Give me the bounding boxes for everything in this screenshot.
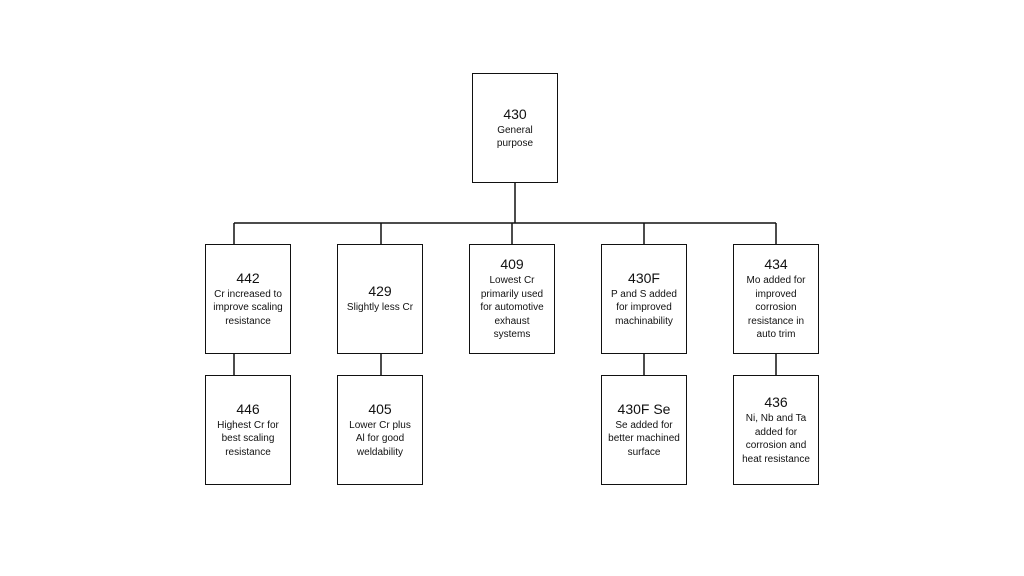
- node-430: 430 General purpose: [472, 73, 558, 183]
- node-434-code: 434: [764, 256, 788, 273]
- node-429-desc: Slightly less Cr: [346, 302, 414, 314]
- node-429-code: 429: [368, 283, 392, 300]
- node-430f-se-desc: Se added for better machined surface: [608, 419, 680, 458]
- node-446: 446 Highest Cr for best scaling resistan…: [205, 375, 291, 485]
- node-436-code: 436: [764, 394, 788, 410]
- node-429: 429 Slightly less Cr: [337, 244, 423, 354]
- node-430f-desc: P and S added for improved machinability: [611, 288, 677, 327]
- node-430f-se-code: 430F Se: [617, 400, 671, 417]
- node-430-desc: General purpose: [496, 124, 534, 150]
- node-442: 442 Cr increased to improve scaling resi…: [205, 244, 291, 354]
- node-430f: 430F P and S added for improved machinab…: [601, 244, 687, 354]
- node-434: 434 Mo added for improved corrosion resi…: [733, 244, 819, 354]
- node-436: 436 Ni, Nb and Ta added for corrosion an…: [733, 375, 819, 485]
- node-430f-se: 430F Se Se added for better machined sur…: [601, 375, 687, 485]
- node-446-desc: Highest Cr for best scaling resistance: [217, 419, 279, 458]
- node-409: 409 Lowest Cr primarily used for automot…: [469, 244, 555, 354]
- node-405: 405 Lower Cr plus Al for good weldabilit…: [337, 375, 423, 485]
- node-442-code: 442: [236, 269, 260, 286]
- node-430-code: 430: [503, 105, 527, 122]
- node-405-desc: Lower Cr plus Al for good weldability: [349, 419, 411, 458]
- node-405-code: 405: [368, 400, 392, 417]
- node-434-desc: Mo added for improved corrosion resistan…: [746, 275, 806, 341]
- node-442-desc: Cr increased to improve scaling resistan…: [213, 288, 283, 327]
- node-446-code: 446: [236, 400, 260, 417]
- node-409-code: 409: [500, 256, 524, 273]
- node-430f-code: 430F: [628, 269, 660, 286]
- node-409-desc: Lowest Cr primarily used for automotive …: [480, 275, 544, 341]
- node-436-desc: Ni, Nb and Ta added for corrosion and he…: [742, 413, 810, 465]
